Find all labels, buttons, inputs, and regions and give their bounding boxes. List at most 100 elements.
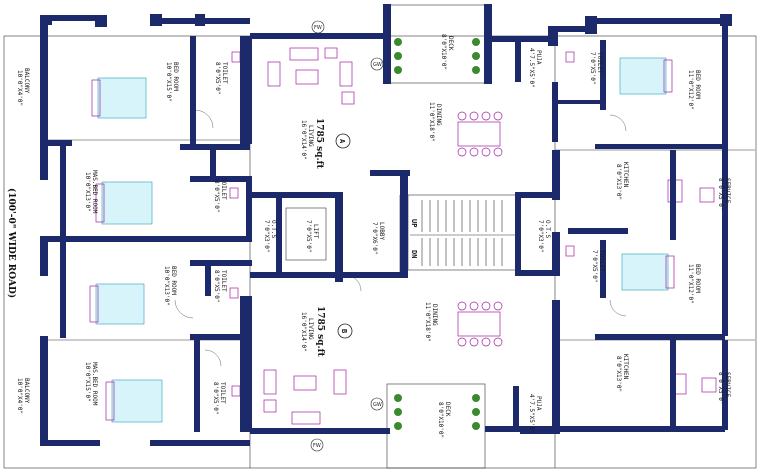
kitchen-counter-b	[671, 373, 717, 395]
room-kitchen-a: KITCHEN 8'0"X13'0"	[615, 162, 629, 200]
room-ots-left: O.T.S 7'0"X3'0"	[263, 220, 277, 253]
room-kitchen-b: KITCHEN 8'0"X13'0"	[615, 354, 629, 392]
room-living-a: 1785 sq.ft LIVING 16'0"X14'0"	[300, 118, 324, 170]
svg-text:8'0"X10'0": 8'0"X10'0"	[437, 402, 444, 438]
svg-text:8'0"X5'0": 8'0"X5'0"	[213, 270, 220, 303]
svg-text:BED ROOM: BED ROOM	[170, 266, 177, 295]
svg-text:11'0"X12'0": 11'0"X12'0"	[687, 70, 694, 110]
bed-top-left	[91, 77, 147, 119]
sofa-set-living-b	[263, 369, 347, 425]
svg-text:TOILET: TOILET	[221, 62, 228, 84]
unit-marker-a: A	[335, 133, 351, 149]
svg-text:7'0"X6'0": 7'0"X6'0"	[371, 222, 378, 255]
room-dining-a: DINING 11'0"X18'0"	[428, 102, 442, 142]
stair-down-label: DN	[410, 250, 418, 258]
svg-text:LOBBY: LOBBY	[378, 222, 385, 240]
svg-text:11'0"X12'0": 11'0"X12'0"	[687, 264, 694, 304]
room-ots-right: O.T.S 7'0"X3'0"	[537, 220, 551, 253]
svg-text:8'0"X10'0": 8'0"X10'0"	[440, 34, 447, 70]
room-toilet-mid-left: TOILET 8'0"X5'0"	[213, 178, 227, 213]
room-dining-b: DINING 11'0"X18'0"	[424, 302, 438, 342]
svg-text:7'0"X5'0": 7'0"X5'0"	[305, 220, 312, 253]
svg-text:DECK: DECK	[444, 402, 451, 417]
svg-text:8'0"X5'0": 8'0"X5'0"	[213, 180, 220, 213]
toilet-fixtures	[229, 51, 575, 397]
svg-text:8'0"X5'0": 8'0"X5'0"	[212, 382, 219, 415]
dining-table-a	[457, 111, 503, 157]
sofa-set-living-a	[267, 47, 355, 105]
fw-tag-bottom: FW	[310, 438, 324, 452]
room-toilet-bottom: TOILET 8'0"X5'0"	[212, 382, 226, 415]
bed-lower-left	[89, 283, 145, 325]
svg-text:O.T.S: O.T.S	[270, 220, 277, 238]
bed-mid-right	[621, 253, 675, 291]
svg-text:8'0"X5'0": 8'0"X5'0"	[717, 178, 724, 211]
svg-text:TOILET: TOILET	[220, 178, 227, 200]
svg-text:4'7.5"X5'0": 4'7.5"X5'0"	[528, 48, 535, 88]
svg-text:7'0"X3'0": 7'0"X3'0"	[263, 220, 270, 253]
bed-masbed-lower	[105, 379, 163, 423]
room-service-b: SERVICE 8'0"X5'0"	[717, 372, 731, 405]
room-deck-bottom: DECK 8'0"X10'0"	[437, 402, 451, 438]
room-service-a: SERVICE 8'0"X5'0"	[717, 178, 731, 211]
room-toilet-top-right: TOILET 7'0"X5'0"	[589, 52, 603, 85]
svg-text:16'0"X14'0": 16'0"X14'0"	[300, 312, 307, 352]
svg-text:LIFT: LIFT	[312, 224, 319, 239]
svg-text:16'0"X14'0": 16'0"X14'0"	[300, 120, 307, 160]
bed-masbed-upper	[95, 181, 153, 225]
svg-text:10'0"X15'0": 10'0"X15'0"	[84, 362, 91, 402]
room-bedroom-lower-left: BED ROOM 10'0"X13'0"	[163, 266, 177, 306]
svg-text:TOILET: TOILET	[598, 250, 605, 272]
svg-text:10'0"X13'0": 10'0"X13'0"	[84, 172, 91, 212]
svg-text:8'0"X13'0": 8'0"X13'0"	[615, 164, 622, 200]
svg-text:DINING: DINING	[435, 104, 442, 126]
svg-text:1785 sq.ft: 1785 sq.ft	[314, 118, 324, 170]
svg-text:O.T.S: O.T.S	[544, 220, 551, 238]
room-balcony-bottom: BALCONY 10'0"X4'0"	[16, 378, 30, 414]
room-bedroom-top-right: BED ROOM 11'0"X12'0"	[687, 70, 701, 110]
svg-text:BED ROOM: BED ROOM	[694, 70, 701, 99]
gw-tag-top: GW	[370, 57, 384, 71]
svg-text:7'0"X5'0": 7'0"X5'0"	[591, 250, 598, 283]
svg-text:10'0"X4'0": 10'0"X4'0"	[16, 70, 23, 106]
svg-text:10'0"X4'0": 10'0"X4'0"	[16, 378, 23, 414]
svg-text:8'0"X5'0": 8'0"X5'0"	[214, 62, 221, 95]
svg-text:TOILET: TOILET	[220, 270, 227, 292]
room-masbed-lower: MAS.BED ROOM 10'0"X15'0"	[84, 362, 98, 406]
svg-text:LIVING: LIVING	[307, 125, 314, 147]
road-label: (100'-0" WIDE ROAD)	[6, 188, 17, 298]
svg-text:BED ROOM: BED ROOM	[694, 264, 701, 293]
room-lobby: LOBBY 7'0"X6'0"	[371, 222, 385, 255]
svg-text:TOILET: TOILET	[219, 382, 226, 404]
room-puja-bottom: PUJA 4'7.5"X5'0"	[528, 394, 542, 434]
deck-bottom-planters	[386, 383, 486, 469]
svg-text:FW: FW	[314, 25, 322, 31]
dining-table-b	[457, 301, 503, 347]
svg-text:MAS.BED ROOM: MAS.BED ROOM	[91, 170, 98, 214]
svg-text:8'0"X5'0": 8'0"X5'0"	[717, 372, 724, 405]
svg-text:10'0"X15'0": 10'0"X15'0"	[165, 62, 172, 102]
svg-text:11'0"X18'0": 11'0"X18'0"	[428, 102, 435, 142]
room-toilet-mid-right: TOILET 7'0"X5'0"	[591, 250, 605, 283]
svg-text:DECK: DECK	[447, 36, 454, 51]
room-lift: LIFT 7'0"X5'0"	[305, 220, 319, 253]
svg-text:7'0"X5'0": 7'0"X5'0"	[589, 52, 596, 85]
structural-walls	[40, 4, 732, 446]
svg-text:4'7.5"X5'0": 4'7.5"X5'0"	[528, 394, 535, 434]
fw-tag-top: FW	[311, 20, 325, 34]
svg-text:TOILET: TOILET	[596, 52, 603, 74]
unit-marker-b: B	[337, 323, 353, 339]
room-masbed-upper: MAS.BED ROOM 10'0"X13'0"	[84, 170, 98, 214]
room-deck-top: DECK 8'0"X10'0"	[440, 34, 454, 70]
svg-text:BED ROOM: BED ROOM	[172, 62, 179, 91]
svg-text:DINING: DINING	[431, 304, 438, 326]
svg-text:PUJA: PUJA	[535, 396, 542, 411]
svg-text:GW: GW	[373, 62, 382, 68]
svg-text:BALCONY: BALCONY	[23, 68, 30, 94]
room-bedroom-top-left: BED ROOM 10'0"X15'0"	[165, 62, 179, 102]
lift-shaft	[285, 207, 327, 261]
room-toilet-top-left: TOILET 8'0"X5'0"	[214, 62, 228, 95]
stair-up-label: UP	[410, 219, 418, 227]
svg-text:7'0"X3'0": 7'0"X3'0"	[537, 220, 544, 253]
